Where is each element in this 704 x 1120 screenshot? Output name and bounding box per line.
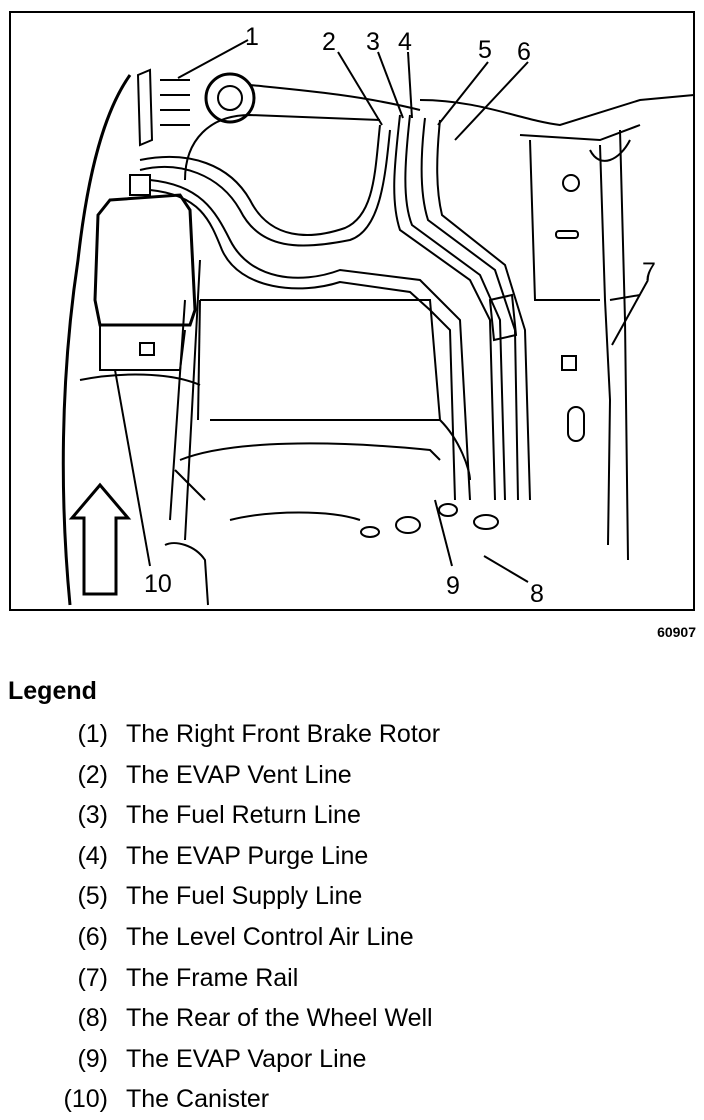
callout-6: 6 — [517, 38, 531, 66]
callout-4: 4 — [398, 28, 412, 56]
legend-text: The Canister — [126, 1085, 270, 1114]
callout-3: 3 — [366, 28, 380, 56]
legend: Legend (1) The Right Front Brake Rotor (2… — [8, 674, 698, 1120]
legend-item: (5) The Fuel Supply Line — [8, 876, 698, 917]
legend-text: The Fuel Supply Line — [126, 882, 363, 911]
legend-text: The Right Front Brake Rotor — [126, 720, 441, 748]
callout-5: 5 — [478, 36, 492, 64]
legend-text: The Frame Rail — [126, 963, 299, 992]
legend-number: (7) — [77, 963, 108, 992]
diagram-linework — [61, 39, 695, 606]
legend-item: (8) The Rear of the Wheel Well — [8, 998, 698, 1039]
legend-text: The EVAP Vapor Line — [126, 1044, 367, 1073]
legend-item: (1) The Right Front Brake Rotor — [8, 714, 698, 755]
callout-labels: 1 2 3 4 5 6 7 8 9 10 — [144, 23, 656, 608]
legend-number: (1) — [77, 720, 108, 748]
legend-item: (9) The EVAP Vapor Line — [8, 1039, 698, 1080]
legend-item: (6) The Level Control Air Line — [8, 917, 698, 958]
legend-item: (10) The Canister — [8, 1079, 698, 1120]
legend-number: (8) — [77, 1004, 108, 1033]
callout-8: 8 — [530, 580, 544, 608]
callout-9: 9 — [446, 572, 460, 600]
legend-item: (2) The EVAP Vent Line — [8, 755, 698, 796]
legend-text: The EVAP Vent Line — [126, 760, 352, 789]
callout-2: 2 — [322, 28, 336, 56]
legend-item: (4) The EVAP Purge Line — [8, 836, 698, 877]
diagram-svg: 1 2 3 4 5 6 7 8 9 10 — [9, 11, 695, 611]
legend-number: (3) — [77, 801, 108, 830]
legend-number: (4) — [77, 841, 108, 870]
legend-number: (6) — [77, 922, 108, 951]
legend-text: The Level Control Air Line — [126, 922, 414, 951]
legend-text: The Rear of the Wheel Well — [126, 1004, 433, 1033]
legend-text: The Fuel Return Line — [126, 801, 361, 830]
legend-title: Legend — [8, 677, 97, 705]
legend-list: (1) The Right Front Brake Rotor (2) The EV… — [8, 714, 698, 1120]
legend-number: (2) — [77, 760, 108, 789]
legend-text: The EVAP Purge Line — [126, 841, 369, 870]
legend-number: (10) — [63, 1085, 108, 1114]
legend-item: (3) The Fuel Return Line — [8, 795, 698, 836]
diagram-frame — [9, 11, 695, 611]
legend-number: (9) — [77, 1044, 108, 1073]
legend-item: (7) The Frame Rail — [8, 958, 698, 999]
callout-1: 1 — [245, 23, 259, 51]
diagram-figure: 1 2 3 4 5 6 7 8 9 10 — [9, 11, 695, 611]
legend-number: (5) — [77, 882, 108, 911]
figure-number: 60907 — [657, 624, 696, 640]
callout-7: 7 — [642, 258, 656, 286]
callout-10: 10 — [144, 570, 172, 598]
